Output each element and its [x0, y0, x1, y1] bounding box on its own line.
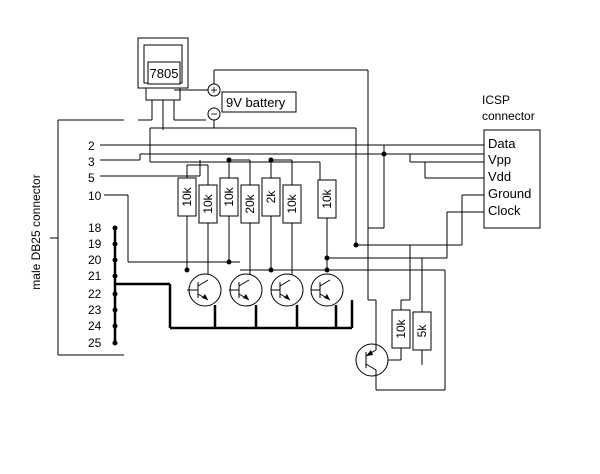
icsp-title-line1: ICSP [482, 93, 510, 107]
icsp-wiring [240, 144, 484, 390]
db25-pin-20: 20 [88, 253, 102, 267]
battery-9v: + − 9V battery [207, 83, 297, 121]
resistor-9-label: 5k [415, 324, 429, 338]
db25-signal-wiring [100, 144, 384, 263]
resistor-7-label: 10k [320, 188, 334, 208]
db25-pin-24: 24 [88, 319, 102, 333]
db25-connector: male DB25 connector 2 3 5 10 18 19 20 21… [29, 119, 124, 356]
resistor-8-label: 10k [394, 318, 408, 338]
icsp-pin-data: Data [488, 136, 516, 151]
icsp-box [483, 129, 541, 229]
icsp-pin-vdd: Vdd [488, 169, 511, 184]
icsp-pin-ground: Ground [488, 186, 531, 201]
resistor-network: 10k 10k 10k 20k 2k 10k 10k [177, 157, 337, 292]
vpp-switch-stage: 10k 5k [355, 245, 445, 391]
resistor-4-label: 20k [243, 193, 257, 213]
icsp-pin-vpp: Vpp [488, 152, 511, 167]
resistor-2-label: 10k [201, 193, 215, 213]
battery-minus-sign: − [210, 107, 217, 121]
transistor-q3 [270, 273, 304, 307]
resistor-5-label: 2k [264, 190, 278, 204]
db25-pin-10: 10 [88, 189, 102, 203]
battery-label: 9V battery [226, 95, 286, 110]
db25-pin-18: 18 [88, 221, 102, 235]
db25-pin-22: 22 [88, 287, 102, 301]
db25-pin-23: 23 [88, 303, 102, 317]
icsp-connector: ICSP connector Data Vpp Vdd Ground Clock [482, 93, 541, 229]
db25-pin-25: 25 [88, 336, 102, 350]
db25-pin-3: 3 [88, 155, 95, 169]
voltage-regulator-7805: 7805 [137, 37, 189, 130]
db25-label: male DB25 connector [29, 174, 43, 289]
ground-bus [112, 225, 354, 346]
resistor-6-label: 10k [285, 193, 299, 213]
resistor-3-label: 10k [222, 186, 236, 206]
db25-pin-19: 19 [88, 237, 102, 251]
icsp-title-line2: connector [482, 109, 535, 123]
transistor-q1 [187, 273, 222, 307]
icsp-pin-clock: Clock [488, 203, 521, 218]
db25-pin-21: 21 [88, 269, 102, 283]
transistor-q2 [229, 273, 263, 307]
transistor-q4 [310, 273, 344, 307]
db25-pin-5: 5 [88, 171, 95, 185]
battery-plus-sign: + [210, 83, 217, 97]
db25-pin-2: 2 [88, 139, 95, 153]
regulator-label: 7805 [150, 66, 179, 81]
resistor-1-label: 10k [180, 186, 194, 206]
